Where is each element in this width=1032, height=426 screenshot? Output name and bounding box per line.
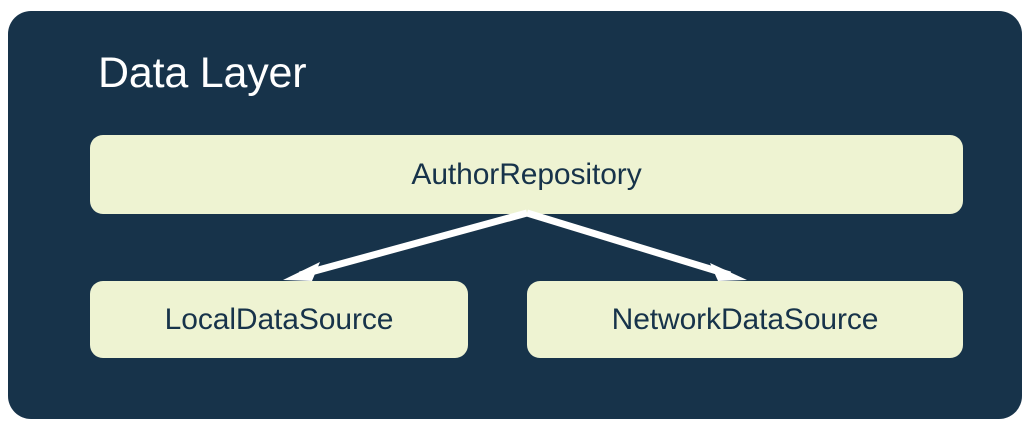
node-local-data-source-label: LocalDataSource bbox=[164, 302, 394, 336]
node-author-repository[interactable]: AuthorRepository bbox=[90, 135, 963, 214]
node-local-data-source[interactable]: LocalDataSource bbox=[90, 281, 468, 358]
layer-title: Data Layer bbox=[98, 49, 307, 97]
node-network-data-source-label: NetworkDataSource bbox=[611, 302, 879, 336]
node-author-repository-label: AuthorRepository bbox=[411, 157, 642, 191]
node-network-data-source[interactable]: NetworkDataSource bbox=[527, 281, 963, 358]
